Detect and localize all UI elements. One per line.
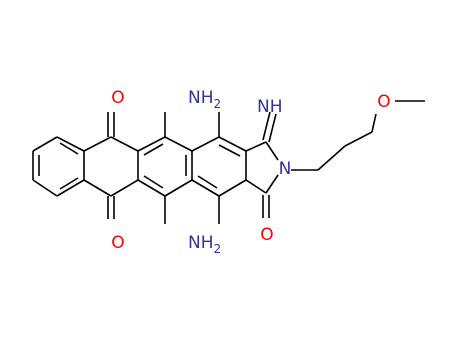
nh2-top-subscript: 2 bbox=[214, 97, 222, 111]
central-aromatic-ring bbox=[137, 112, 193, 224]
fused-aromatic-ring bbox=[191, 112, 247, 224]
imide-ring bbox=[245, 111, 279, 218]
o-bottom-ketone-label: O bbox=[111, 233, 124, 253]
imine-nh-label: NH bbox=[257, 97, 283, 117]
nh2-bottom-text: NH bbox=[188, 233, 214, 253]
nh2-top-label: NH2 bbox=[188, 88, 221, 111]
o-lactam-label: O bbox=[260, 225, 273, 245]
o-top-ketone-label: O bbox=[111, 88, 124, 108]
nh2-bottom-label: NH2 bbox=[188, 233, 221, 256]
benzene-ring bbox=[32, 136, 85, 197]
nh2-bottom-subscript: 2 bbox=[214, 242, 222, 256]
nh2-top-text: NH bbox=[188, 88, 214, 108]
quinone-ring bbox=[83, 112, 139, 219]
methoxypropyl-chain bbox=[291, 100, 425, 171]
ring-n-label: N bbox=[279, 159, 292, 179]
o-ether-label: O bbox=[377, 92, 390, 112]
